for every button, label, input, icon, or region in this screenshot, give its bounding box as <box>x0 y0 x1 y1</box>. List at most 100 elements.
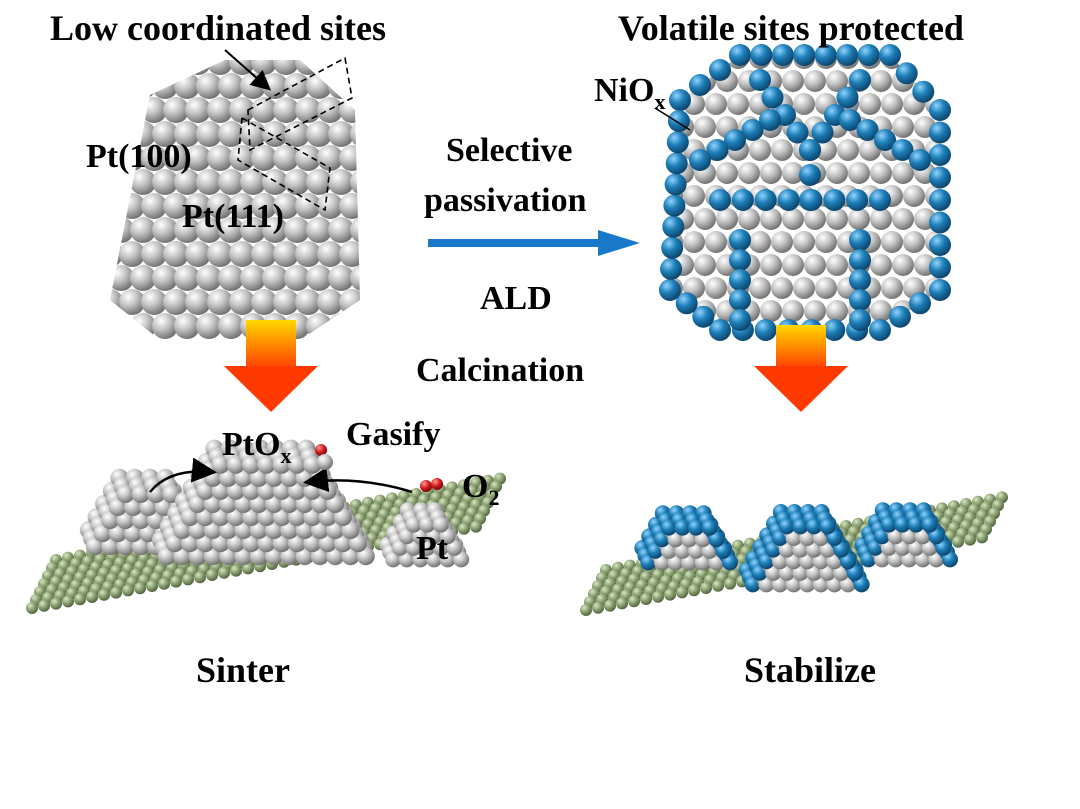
niox-label: NiOx <box>594 74 665 113</box>
support-atom <box>98 588 110 601</box>
pt-atom <box>152 217 178 243</box>
pt-atom <box>240 169 266 195</box>
support-atom <box>580 604 592 616</box>
niox-atom <box>777 189 800 211</box>
right-title: Volatile sites protected <box>618 8 964 48</box>
niox-atom <box>749 69 771 91</box>
island-atom <box>840 553 856 570</box>
support-atom <box>458 522 470 535</box>
niox-atom <box>929 121 951 144</box>
pt-atom <box>185 193 211 219</box>
ptox-molecule <box>315 444 333 470</box>
support-atom <box>122 584 134 597</box>
pt-label: Pt <box>416 530 449 567</box>
niox-atom <box>666 131 689 154</box>
pt-atom <box>273 145 299 171</box>
pt-atom <box>705 93 727 115</box>
support-atom <box>964 533 976 546</box>
support-atom <box>592 601 604 614</box>
island-atom <box>453 551 470 568</box>
island-atom <box>356 547 375 566</box>
support-atom <box>952 535 964 548</box>
pt-atom <box>207 241 233 267</box>
pt-atom <box>174 121 200 147</box>
island-atom <box>715 542 732 559</box>
down-arrow-left <box>224 320 318 412</box>
niox-atom <box>709 59 731 81</box>
niox-atom <box>729 229 751 251</box>
pt-atom <box>771 277 793 299</box>
pt-atom <box>705 277 727 299</box>
niox-atom <box>856 119 879 141</box>
island-atom <box>819 518 836 535</box>
pt-atom <box>163 193 189 219</box>
niox-atom <box>849 229 871 251</box>
ptox-label: PtOx <box>222 428 292 467</box>
support-atom <box>182 573 194 586</box>
niox-atom <box>661 236 684 259</box>
pt-atom <box>207 145 233 171</box>
pt-atom <box>760 254 782 276</box>
pt-atom <box>218 121 244 147</box>
pt-atom <box>727 93 749 115</box>
niox-atom <box>839 109 861 131</box>
niox-atom <box>874 129 896 151</box>
facet-100-label: Pt(100) <box>86 138 192 175</box>
pt-nanoparticle-cluster <box>110 60 360 339</box>
pt-atom <box>859 93 881 115</box>
pt-atom <box>141 289 167 315</box>
support-atom <box>616 597 628 610</box>
pt-atom <box>328 265 354 291</box>
pt-atom <box>163 289 189 315</box>
pt-atom <box>892 162 914 184</box>
pt-atom <box>328 169 354 195</box>
pt-atom <box>251 289 277 315</box>
pt-atom <box>826 208 848 230</box>
pt-atom <box>229 97 255 123</box>
stabilize-label: Stabilize <box>744 650 876 690</box>
pt-atom <box>804 208 826 230</box>
niox-atom <box>761 86 784 109</box>
niox-atom <box>662 215 685 238</box>
pt-atom <box>262 265 288 291</box>
niox-atom <box>869 189 891 211</box>
support-atom <box>50 597 62 610</box>
island-atom <box>826 530 843 546</box>
pt-atom <box>826 162 848 184</box>
pt-atom <box>339 289 360 315</box>
niox-atom <box>665 152 688 175</box>
support-atom <box>712 579 724 592</box>
pt-atom <box>782 254 804 276</box>
pt-atom <box>196 169 222 195</box>
pt-atom <box>306 121 332 147</box>
pt-atom <box>130 217 156 243</box>
pt-atom <box>163 241 189 267</box>
pt-atom <box>284 265 310 291</box>
pt-atom <box>262 217 288 243</box>
support-atom <box>652 590 664 603</box>
pt-atom <box>185 60 211 75</box>
pt-atom <box>273 97 299 123</box>
pt-atom <box>694 116 716 138</box>
niox-atom <box>692 305 715 328</box>
support-atom <box>700 582 712 594</box>
niox-atom <box>675 292 698 315</box>
niox-atom <box>811 121 834 144</box>
pt-atom <box>251 241 277 267</box>
pt-atom <box>815 277 837 299</box>
pt-atom <box>119 289 145 315</box>
pt-atom <box>295 145 321 171</box>
pt-atom <box>826 254 848 276</box>
pt-atom <box>837 139 859 161</box>
niox-atom <box>849 269 871 291</box>
pt-atom <box>185 145 211 171</box>
facet-111-outline <box>247 56 353 152</box>
pt-atom <box>782 70 804 92</box>
pt-atom <box>218 217 244 243</box>
pt-atom <box>119 241 145 267</box>
pt-atom <box>229 193 255 219</box>
pt-atom <box>848 208 870 230</box>
niox-atom <box>849 249 871 271</box>
niox-atom <box>912 80 935 103</box>
pt-atom <box>240 217 266 243</box>
